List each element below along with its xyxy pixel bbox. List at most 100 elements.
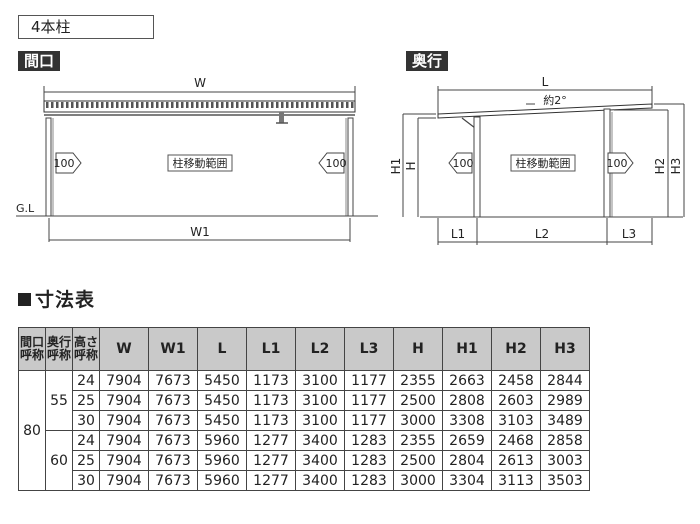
table-cell: 7673 [148,390,198,411]
ground-label: G.L [16,202,35,215]
header-h2: H2 [491,327,541,371]
front-range-label: 柱移動範囲 [173,156,228,170]
h2-label: H2 [653,158,667,175]
l-label: L [542,75,549,89]
table-cell: 3503 [540,470,590,491]
side-view: L 約2° H1 H H2 H3 L1 L2 L3 [389,75,685,245]
table-cell: 1173 [246,410,296,431]
table-cell: 3100 [295,370,345,391]
front-right-arrow-label: 100 [326,157,347,170]
side-view-tag: 奥行 [406,51,449,71]
table-cell: 7904 [99,470,149,491]
table-cell: 2989 [540,390,590,411]
slope-label: 約2° [543,93,567,107]
height-code-cell: 25 [72,390,100,411]
table-cell: 7673 [148,410,198,431]
table-cell: 1177 [344,410,394,431]
dimension-table-heading: 寸法表 [18,285,95,312]
okuyuki-cell: 55 [45,370,73,431]
front-view-tag: 間口 [18,51,61,71]
table-cell: 3100 [295,390,345,411]
table-cell: 3113 [491,470,541,491]
table-cell: 5960 [197,450,247,471]
w1-label: W1 [190,225,210,239]
table-cell: 3100 [295,410,345,431]
table-cell: 1283 [344,470,394,491]
l3-label: L3 [622,227,636,241]
table-cell: 3000 [393,410,443,431]
side-range-box [510,154,576,172]
front-center-bracket [279,112,284,123]
table-cell: 1283 [344,430,394,451]
header-takasa: 高さ呼称 [72,327,100,371]
header-w1: W1 [148,327,198,371]
table-cell: 2804 [442,450,492,471]
table-cell: 2500 [393,450,443,471]
square-bullet-icon [18,293,31,306]
table-cell: 3308 [442,410,492,431]
dimension-table: 間口呼称 奥行呼称 高さ呼称 W W1 L L1 L2 L3 H H1 H2 H… [18,327,590,491]
table-cell: 7673 [148,370,198,391]
table-cell: 3400 [295,470,345,491]
table-cell: 1173 [246,370,296,391]
table-cell: 1277 [246,450,296,471]
header-l1: L1 [246,327,296,371]
table-cell: 3103 [491,410,541,431]
table-cell: 1277 [246,470,296,491]
table-cell: 3000 [393,470,443,491]
table-cell: 2808 [442,390,492,411]
l2-label: L2 [535,227,549,241]
header-h: H [393,327,443,371]
height-code-cell: 24 [72,430,100,451]
dimension-table-heading-text: 寸法表 [35,289,96,311]
table-cell: 7673 [148,450,198,471]
h3-label: H3 [669,158,683,175]
front-range-box [167,154,233,172]
height-code-cell: 24 [72,370,100,391]
side-right-arrow-label: 100 [607,157,628,170]
height-code-cell: 25 [72,450,100,471]
h-label: H [404,161,418,170]
table-header-row: 間口呼称 奥行呼称 高さ呼称 W W1 L L1 L2 L3 H H1 H2 H… [18,327,590,371]
front-view: W G.L W1 100 100 柱移動範囲 [16,76,378,242]
table-cell: 1177 [344,390,394,411]
okuyuki-cell: 60 [45,430,73,491]
table-cell: 2603 [491,390,541,411]
table-cell: 2663 [442,370,492,391]
header-h1: H1 [442,327,492,371]
height-code-cell: 30 [72,470,100,491]
table-cell: 7904 [99,410,149,431]
header-h3: H3 [540,327,590,371]
header-l: L [197,327,247,371]
side-left-arrow-icon [448,152,473,174]
table-cell: 2355 [393,370,443,391]
table-cell: 1173 [246,390,296,411]
table-cell: 7904 [99,430,149,451]
header-okuyuki: 奥行呼称 [45,327,73,371]
table-cell: 2858 [540,430,590,451]
table-cell: 2659 [442,430,492,451]
table-cell: 5450 [197,390,247,411]
table-cell: 2500 [393,390,443,411]
side-left-arrow-label: 100 [453,157,474,170]
table-cell: 5960 [197,430,247,451]
table-cell: 3489 [540,410,590,431]
w-label: W [194,76,206,90]
front-right-post [347,117,354,217]
table-cell: 1177 [344,370,394,391]
table-cell: 3003 [540,450,590,471]
table-cell: 7673 [148,470,198,491]
table-cell: 2355 [393,430,443,451]
header-w: W [99,327,149,371]
table-cell: 7904 [99,450,149,471]
table-cell: 1277 [246,430,296,451]
side-range-label: 柱移動範囲 [516,156,571,170]
front-left-post [45,117,52,217]
table-cell: 3304 [442,470,492,491]
